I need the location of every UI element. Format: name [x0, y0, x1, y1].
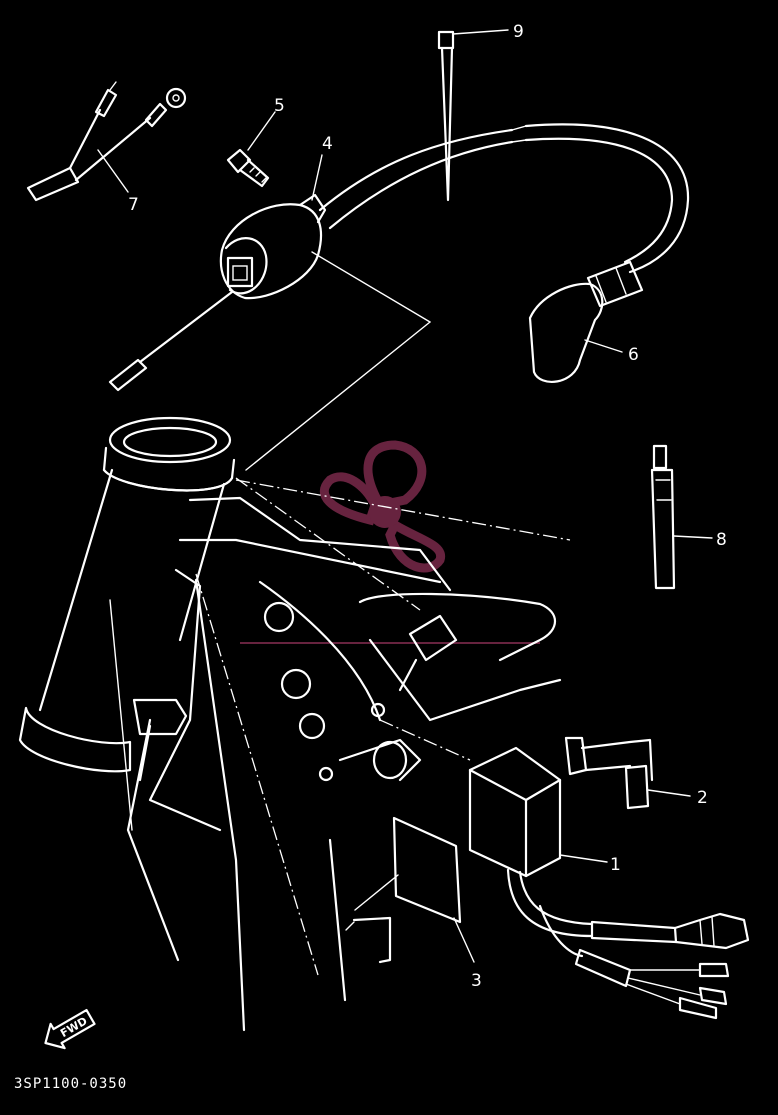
reference-lines: [195, 477, 571, 976]
callout-6: 6: [628, 345, 639, 365]
frame-head-pipe: [18, 416, 562, 1032]
part-bracket-2: [564, 736, 691, 810]
callout-8: 8: [716, 530, 727, 550]
part-plug-cap-6: [318, 123, 690, 383]
part-harness-7: [26, 81, 187, 202]
callout-9: 9: [513, 22, 524, 42]
part-ignition-coil-4: [108, 154, 431, 471]
callout-labels: 1 2 3 4 5 6 7 8 9: [128, 22, 727, 991]
drawing-code: 3SP1100-0350: [14, 1076, 127, 1092]
part-cable-tie-9: [437, 29, 509, 202]
part-pad-3: [354, 816, 475, 963]
callout-3: 3: [471, 971, 482, 991]
callout-2: 2: [697, 788, 708, 808]
callout-5: 5: [274, 96, 285, 116]
callout-7: 7: [128, 195, 139, 215]
callout-1: 1: [610, 855, 621, 875]
part-band-8: [650, 444, 713, 590]
watermark-propeller-icon: [240, 440, 540, 644]
callout-4: 4: [322, 134, 333, 154]
fwd-arrow-icon: FWD: [44, 1008, 96, 1050]
part-cdi-unit-1: [468, 746, 750, 1020]
part-screw-5: [226, 111, 276, 188]
